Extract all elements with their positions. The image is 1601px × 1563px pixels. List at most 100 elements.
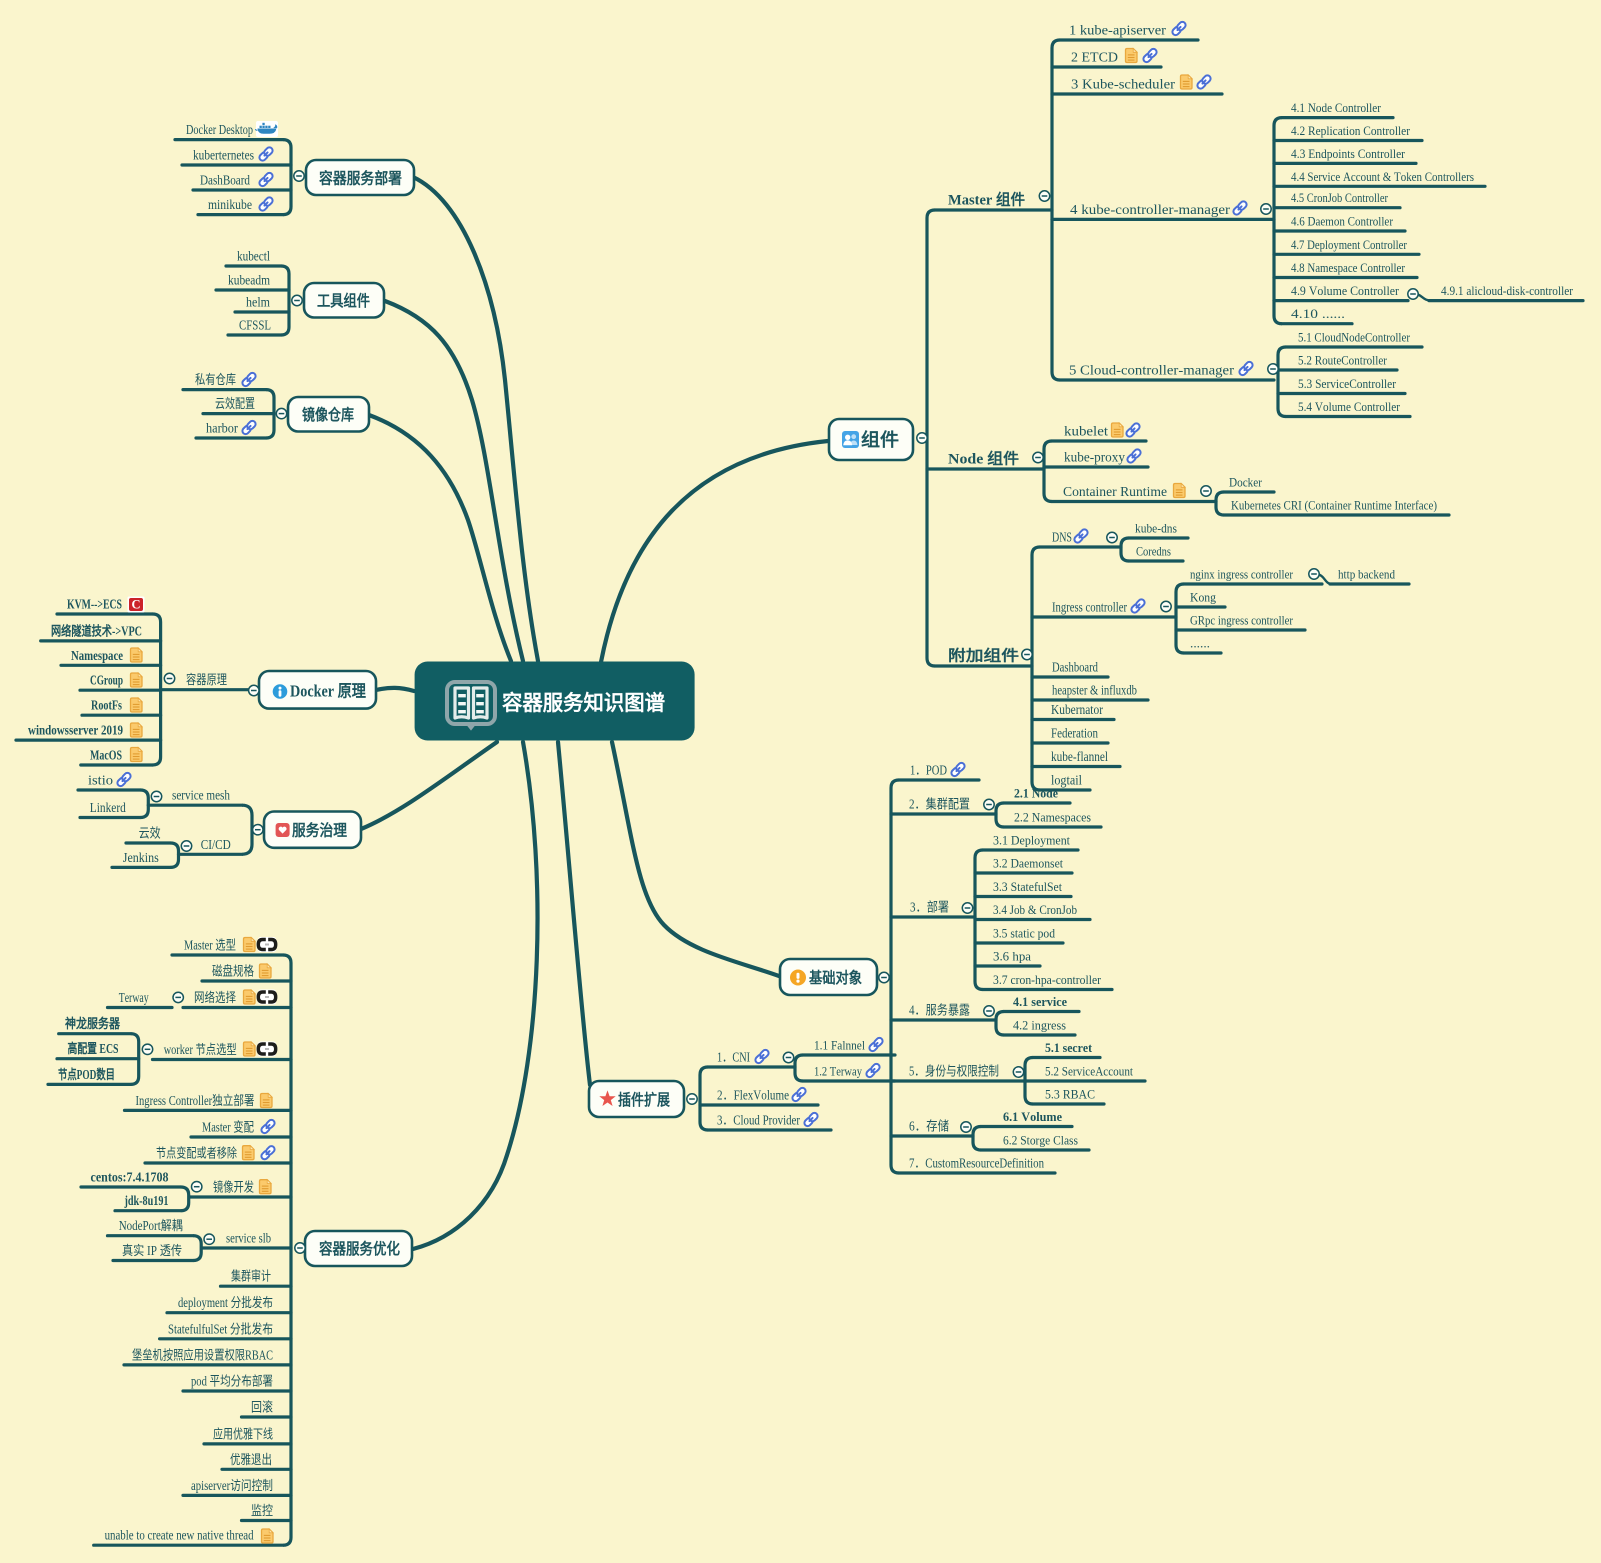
svg-text:apiserver访问控制: apiserver访问控制: [191, 1478, 273, 1493]
svg-text:kubelet: kubelet: [1064, 424, 1108, 439]
svg-text:kuberternetes: kuberternetes: [193, 148, 254, 163]
svg-text:4.2 Replication Controller: 4.2 Replication Controller: [1291, 124, 1410, 138]
svg-text:云效配置: 云效配置: [215, 396, 255, 411]
svg-text:minikube: minikube: [208, 197, 252, 212]
svg-text:3．部署: 3．部署: [910, 900, 949, 915]
svg-text:4.3 Endpoints Controller: 4.3 Endpoints Controller: [1291, 147, 1405, 161]
svg-text:Master 组件: Master 组件: [948, 191, 1025, 209]
svg-text:CFSSL: CFSSL: [239, 318, 271, 333]
svg-text:unable to create new native th: unable to create new native thread: [105, 1528, 254, 1543]
svg-text:镜像仓库: 镜像仓库: [302, 405, 354, 424]
svg-text:网络隧道技术->VPC: 网络隧道技术->VPC: [51, 622, 142, 638]
svg-text:pod 平均分布部署: pod 平均分布部署: [191, 1374, 273, 1389]
svg-text:1 kube-apiserver: 1 kube-apiserver: [1069, 23, 1166, 38]
svg-text:6.2 Storge Class: 6.2 Storge Class: [1003, 1134, 1078, 1148]
svg-text:GRpc ingress controller: GRpc ingress controller: [1190, 614, 1293, 628]
svg-text:4.5 CronJob Controller: 4.5 CronJob Controller: [1291, 191, 1388, 205]
svg-text:3.4 Job & CronJob: 3.4 Job & CronJob: [993, 903, 1077, 917]
svg-text:4.6 Daemon Controller: 4.6 Daemon Controller: [1291, 215, 1393, 229]
svg-text:应用优雅下线: 应用优雅下线: [213, 1426, 273, 1441]
svg-text:kube-proxy: kube-proxy: [1064, 450, 1125, 465]
svg-text:service mesh: service mesh: [172, 788, 230, 803]
svg-text:Jenkins: Jenkins: [123, 850, 159, 865]
svg-text:RootFs: RootFs: [91, 698, 122, 713]
svg-text:3.1 Deployment: 3.1 Deployment: [993, 834, 1071, 848]
svg-text:kube-dns: kube-dns: [1135, 522, 1177, 536]
svg-text:私有仓库: 私有仓库: [195, 372, 236, 387]
svg-text:5.4 Volume Controller: 5.4 Volume Controller: [1298, 400, 1400, 414]
svg-text:nginx ingress controller: nginx ingress controller: [1190, 568, 1293, 582]
svg-text:5.2 RouteController: 5.2 RouteController: [1298, 354, 1387, 368]
svg-text:5．身份与权限控制: 5．身份与权限控制: [909, 1063, 999, 1079]
svg-text:3.6 hpa: 3.6 hpa: [993, 950, 1032, 964]
svg-text:节点POD数目: 节点POD数目: [58, 1066, 115, 1082]
svg-text:容器服务知识图谱: 容器服务知识图谱: [502, 691, 665, 715]
svg-text:组件: 组件: [861, 429, 899, 450]
svg-text:3.2 Daemonset: 3.2 Daemonset: [993, 857, 1064, 871]
svg-text:1.2 Terway: 1.2 Terway: [814, 1065, 863, 1079]
svg-text:Dashboard: Dashboard: [1052, 660, 1098, 675]
svg-text:istio: istio: [88, 773, 113, 788]
svg-text:磁盘规格: 磁盘规格: [212, 963, 254, 979]
svg-text:5.1 CloudNodeController: 5.1 CloudNodeController: [1298, 331, 1410, 345]
svg-text:CGroup: CGroup: [90, 673, 123, 688]
svg-text:MacOS: MacOS: [90, 748, 122, 763]
svg-text:容器服务优化: 容器服务优化: [318, 1239, 400, 1258]
svg-text:http backend: http backend: [1338, 568, 1395, 582]
svg-text:4.2 ingress: 4.2 ingress: [1013, 1019, 1066, 1033]
svg-text:logtail: logtail: [1051, 773, 1082, 788]
svg-text:Docker Desktop: Docker Desktop: [186, 122, 253, 137]
svg-text:3.7 cron-hpa-controller: 3.7 cron-hpa-controller: [993, 973, 1101, 987]
svg-text:基础对象: 基础对象: [808, 968, 862, 987]
svg-text:3．Cloud Provider: 3．Cloud Provider: [717, 1113, 800, 1128]
svg-text:1．POD: 1．POD: [910, 763, 947, 778]
svg-text:KVM-->ECS: KVM-->ECS: [67, 597, 122, 612]
svg-text:集群审计: 集群审计: [231, 1269, 271, 1284]
svg-text:windowsserver 2019: windowsserver 2019: [28, 723, 123, 738]
svg-text:优雅退出: 优雅退出: [230, 1452, 272, 1467]
svg-text:......: ......: [1190, 637, 1210, 651]
svg-text:Master 变配: Master 变配: [202, 1120, 254, 1135]
svg-text:Linkerd: Linkerd: [90, 800, 126, 815]
svg-text:heapster & influxdb: heapster & influxdb: [1052, 683, 1137, 698]
svg-text:kubeadm: kubeadm: [228, 273, 271, 288]
svg-text:Federation: Federation: [1051, 726, 1098, 741]
svg-text:2 ETCD: 2 ETCD: [1071, 50, 1118, 65]
svg-text:Ingress controller: Ingress controller: [1052, 600, 1127, 615]
svg-text:Container Runtime: Container Runtime: [1063, 484, 1167, 499]
svg-text:高配置 ECS: 高配置 ECS: [68, 1040, 119, 1056]
svg-text:容器服务部署: 容器服务部署: [318, 169, 402, 188]
svg-text:Kubernator: Kubernator: [1051, 702, 1104, 717]
svg-text:4.1 service: 4.1 service: [1013, 995, 1068, 1009]
svg-text:4.4 Service Account & Token C: 4.4 Service Account & Token Controllers: [1291, 170, 1474, 184]
svg-text:6.1 Volume: 6.1 Volume: [1003, 1110, 1063, 1124]
svg-text:镜像开发: 镜像开发: [213, 1180, 254, 1195]
svg-text:4.1 Node Controller: 4.1 Node Controller: [1291, 101, 1381, 115]
svg-text:7．CustomResourceDefinition: 7．CustomResourceDefinition: [909, 1156, 1044, 1171]
svg-text:附加组件: 附加组件: [948, 647, 1019, 665]
svg-text:1.1 Falnnel: 1.1 Falnnel: [814, 1039, 866, 1053]
svg-text:堡垒机按照应用设置权限RBAC: 堡垒机按照应用设置权限RBAC: [132, 1346, 273, 1362]
svg-text:服务治理: 服务治理: [292, 821, 347, 840]
svg-text:2.2 Namespaces: 2.2 Namespaces: [1014, 811, 1091, 825]
svg-text:DashBoard: DashBoard: [200, 173, 250, 188]
svg-text:Kubernetes CRI (Container Runt: Kubernetes CRI (Container Runtime Interf…: [1231, 499, 1437, 513]
svg-text:3 Kube-scheduler: 3 Kube-scheduler: [1071, 77, 1175, 92]
svg-text:4.9.1 alicloud-disk-controlle: 4.9.1 alicloud-disk-controller: [1441, 284, 1573, 298]
svg-text:kube-flannel: kube-flannel: [1051, 749, 1108, 764]
svg-text:C: C: [131, 598, 140, 612]
svg-text:6．存储: 6．存储: [909, 1119, 949, 1134]
svg-text:Ingress Controller独立部署: Ingress Controller独立部署: [136, 1093, 255, 1108]
svg-text:4 kube-controller-manager: 4 kube-controller-manager: [1070, 202, 1230, 217]
svg-text:helm: helm: [246, 295, 271, 310]
svg-text:DNS: DNS: [1052, 530, 1072, 545]
svg-text:工具组件: 工具组件: [317, 291, 370, 310]
svg-text:4．服务暴露: 4．服务暴露: [909, 1003, 970, 1018]
svg-text:回滚: 回滚: [251, 1399, 273, 1415]
svg-text:harbor: harbor: [206, 421, 239, 436]
svg-text:插件扩展: 插件扩展: [618, 1090, 670, 1109]
svg-text:5.1 secret: 5.1 secret: [1045, 1041, 1093, 1055]
svg-text:Docker 原理: Docker 原理: [290, 682, 366, 701]
svg-text:Terway: Terway: [119, 990, 149, 1005]
svg-text:4.9 Volume Controller: 4.9 Volume Controller: [1291, 284, 1399, 298]
